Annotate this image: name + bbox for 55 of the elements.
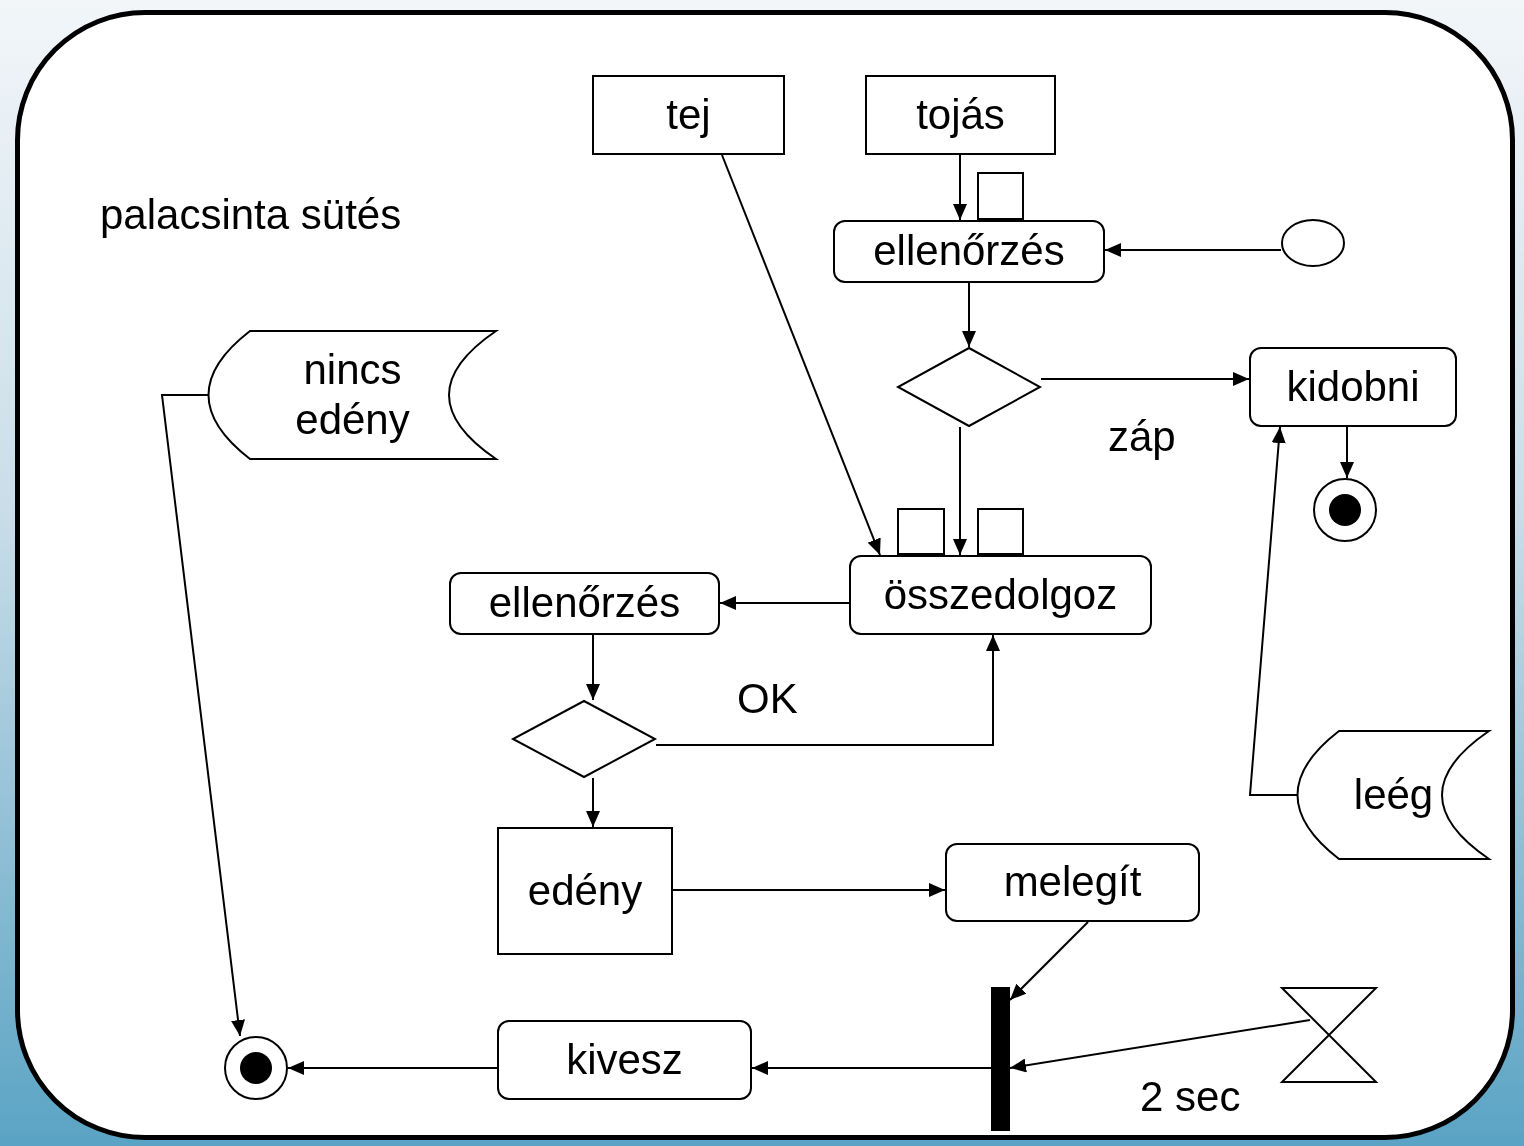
node-label: tej	[666, 89, 711, 140]
arrow	[655, 634, 1000, 746]
decision-diamond	[895, 346, 1043, 428]
action-box	[497, 1020, 752, 1100]
arrow	[1009, 1019, 1311, 1073]
pin-box	[897, 508, 945, 555]
arrow	[1009, 921, 1089, 1001]
arrow	[751, 1061, 992, 1075]
edge-label: OK	[737, 674, 798, 724]
frame-box	[15, 10, 1515, 1140]
arrow	[953, 154, 967, 221]
final-node	[1313, 478, 1377, 542]
node-label: ellenőrzés	[873, 226, 1065, 277]
object-box	[592, 75, 785, 155]
arrow	[1340, 426, 1354, 479]
node-label: kidobni	[1286, 361, 1420, 412]
arrow	[586, 634, 600, 701]
node-label: ellenőrzés	[488, 578, 681, 629]
diagram-heading: palacsinta sütés	[100, 190, 402, 240]
node-label: tojás	[916, 89, 1005, 140]
node-label: összedolgoz	[883, 569, 1118, 620]
arrow	[962, 282, 976, 348]
node-label: leég	[1353, 769, 1434, 820]
action-box	[1249, 347, 1457, 427]
edge-label: záp	[1108, 412, 1176, 462]
arrow	[160, 394, 245, 1037]
object-box	[497, 827, 673, 955]
node-label: nincs edény	[294, 344, 411, 445]
action-box	[449, 572, 720, 635]
pin-box	[977, 172, 1024, 220]
decision-diamond	[510, 699, 658, 779]
arrow	[672, 883, 946, 897]
action-box	[833, 220, 1105, 283]
duration-label: 2 sec	[1140, 1072, 1241, 1122]
node-label: kivesz	[566, 1034, 683, 1085]
arrow	[953, 426, 967, 556]
arrow	[1040, 372, 1250, 386]
arrow	[721, 154, 881, 556]
action-box	[849, 555, 1152, 635]
initial-ellipse	[1281, 219, 1345, 267]
action-box	[945, 843, 1200, 922]
node-label: melegít	[1003, 857, 1142, 908]
pin-box	[977, 508, 1024, 555]
signal-shape	[1296, 730, 1490, 860]
arrow	[1248, 426, 1298, 796]
arrow	[586, 777, 600, 828]
arrow	[1104, 243, 1282, 257]
signal-shape	[207, 330, 497, 460]
object-box	[865, 75, 1056, 155]
node-label: edény	[527, 865, 643, 916]
arrow	[719, 596, 850, 610]
hourglass-icon	[1279, 987, 1379, 1083]
arrow	[287, 1061, 498, 1075]
final-node	[224, 1036, 288, 1100]
fork-bar	[991, 987, 1010, 1131]
